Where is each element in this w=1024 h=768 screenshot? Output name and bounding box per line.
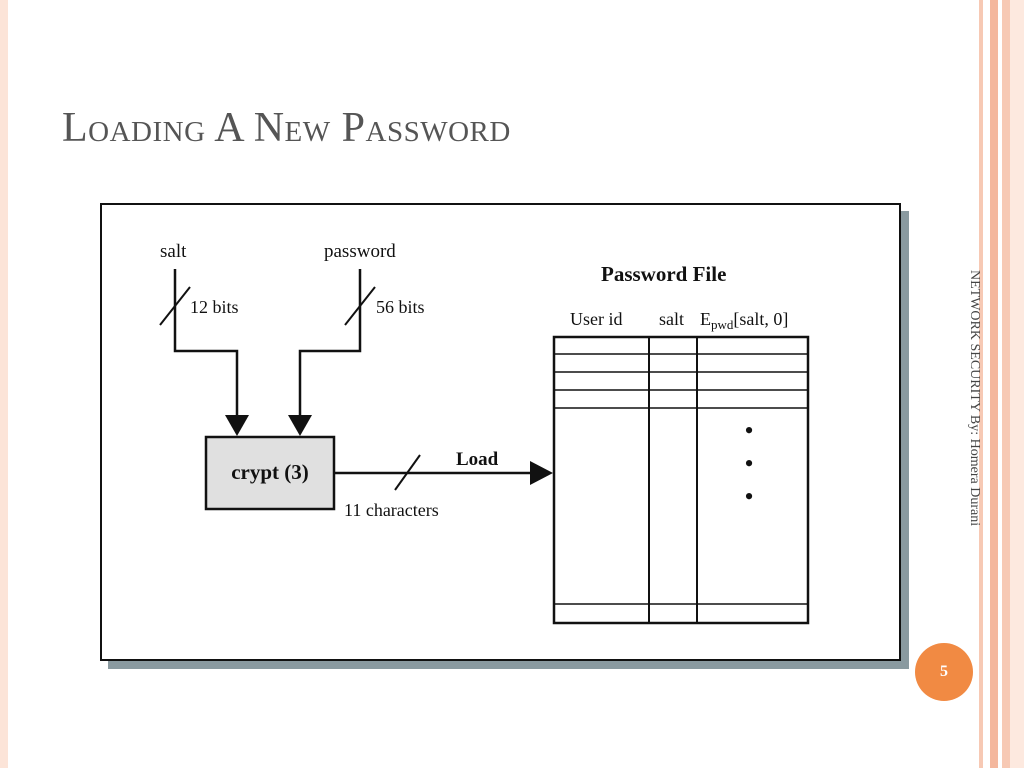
- load-bus-slash: [394, 454, 421, 491]
- password-line: [298, 269, 362, 417]
- chars-label: 11 characters: [344, 500, 439, 520]
- password-loading-diagram: salt password 12 bits 56 bits crypt (3) …: [159, 241, 810, 625]
- decorative-stripes: [976, 0, 1024, 768]
- salt-line: [173, 269, 239, 417]
- password-bits-label: 56 bits: [376, 297, 425, 317]
- diagram-frame: salt password 12 bits 56 bits crypt (3) …: [100, 203, 901, 661]
- password-file-table: [552, 335, 810, 625]
- password-label: password: [324, 241, 396, 262]
- salt-arrowhead: [225, 415, 249, 436]
- load-arrowhead: [530, 461, 553, 485]
- column-epwd-main: E: [700, 309, 711, 329]
- left-accent-line: [0, 0, 8, 768]
- column-epwd: Epwd[salt, 0]: [700, 309, 788, 332]
- password-arrowhead: [288, 415, 312, 436]
- password-file-title: Password File: [601, 262, 726, 286]
- column-user-id: User id: [570, 309, 623, 329]
- password-bus-slash: [344, 286, 376, 326]
- page-number-badge: 5: [915, 643, 973, 701]
- slide-title: Loading A New Password: [62, 105, 511, 151]
- ellipsis-dot: •: [744, 449, 753, 478]
- column-epwd-sub: pwd: [711, 317, 734, 332]
- column-epwd-args: [salt, 0]: [733, 309, 788, 329]
- side-footer-text: NETWORK SECURITY By: Homera Durani: [967, 270, 982, 527]
- salt-bits-label: 12 bits: [190, 297, 239, 317]
- page-number: 5: [940, 663, 948, 680]
- column-salt: salt: [659, 309, 684, 329]
- ellipsis-dot: •: [744, 416, 753, 445]
- salt-bus-slash: [159, 286, 191, 326]
- crypt-box-label: crypt (3): [231, 460, 309, 484]
- salt-label: salt: [160, 241, 187, 262]
- ellipsis-dot: •: [744, 482, 753, 511]
- load-label: Load: [456, 449, 499, 470]
